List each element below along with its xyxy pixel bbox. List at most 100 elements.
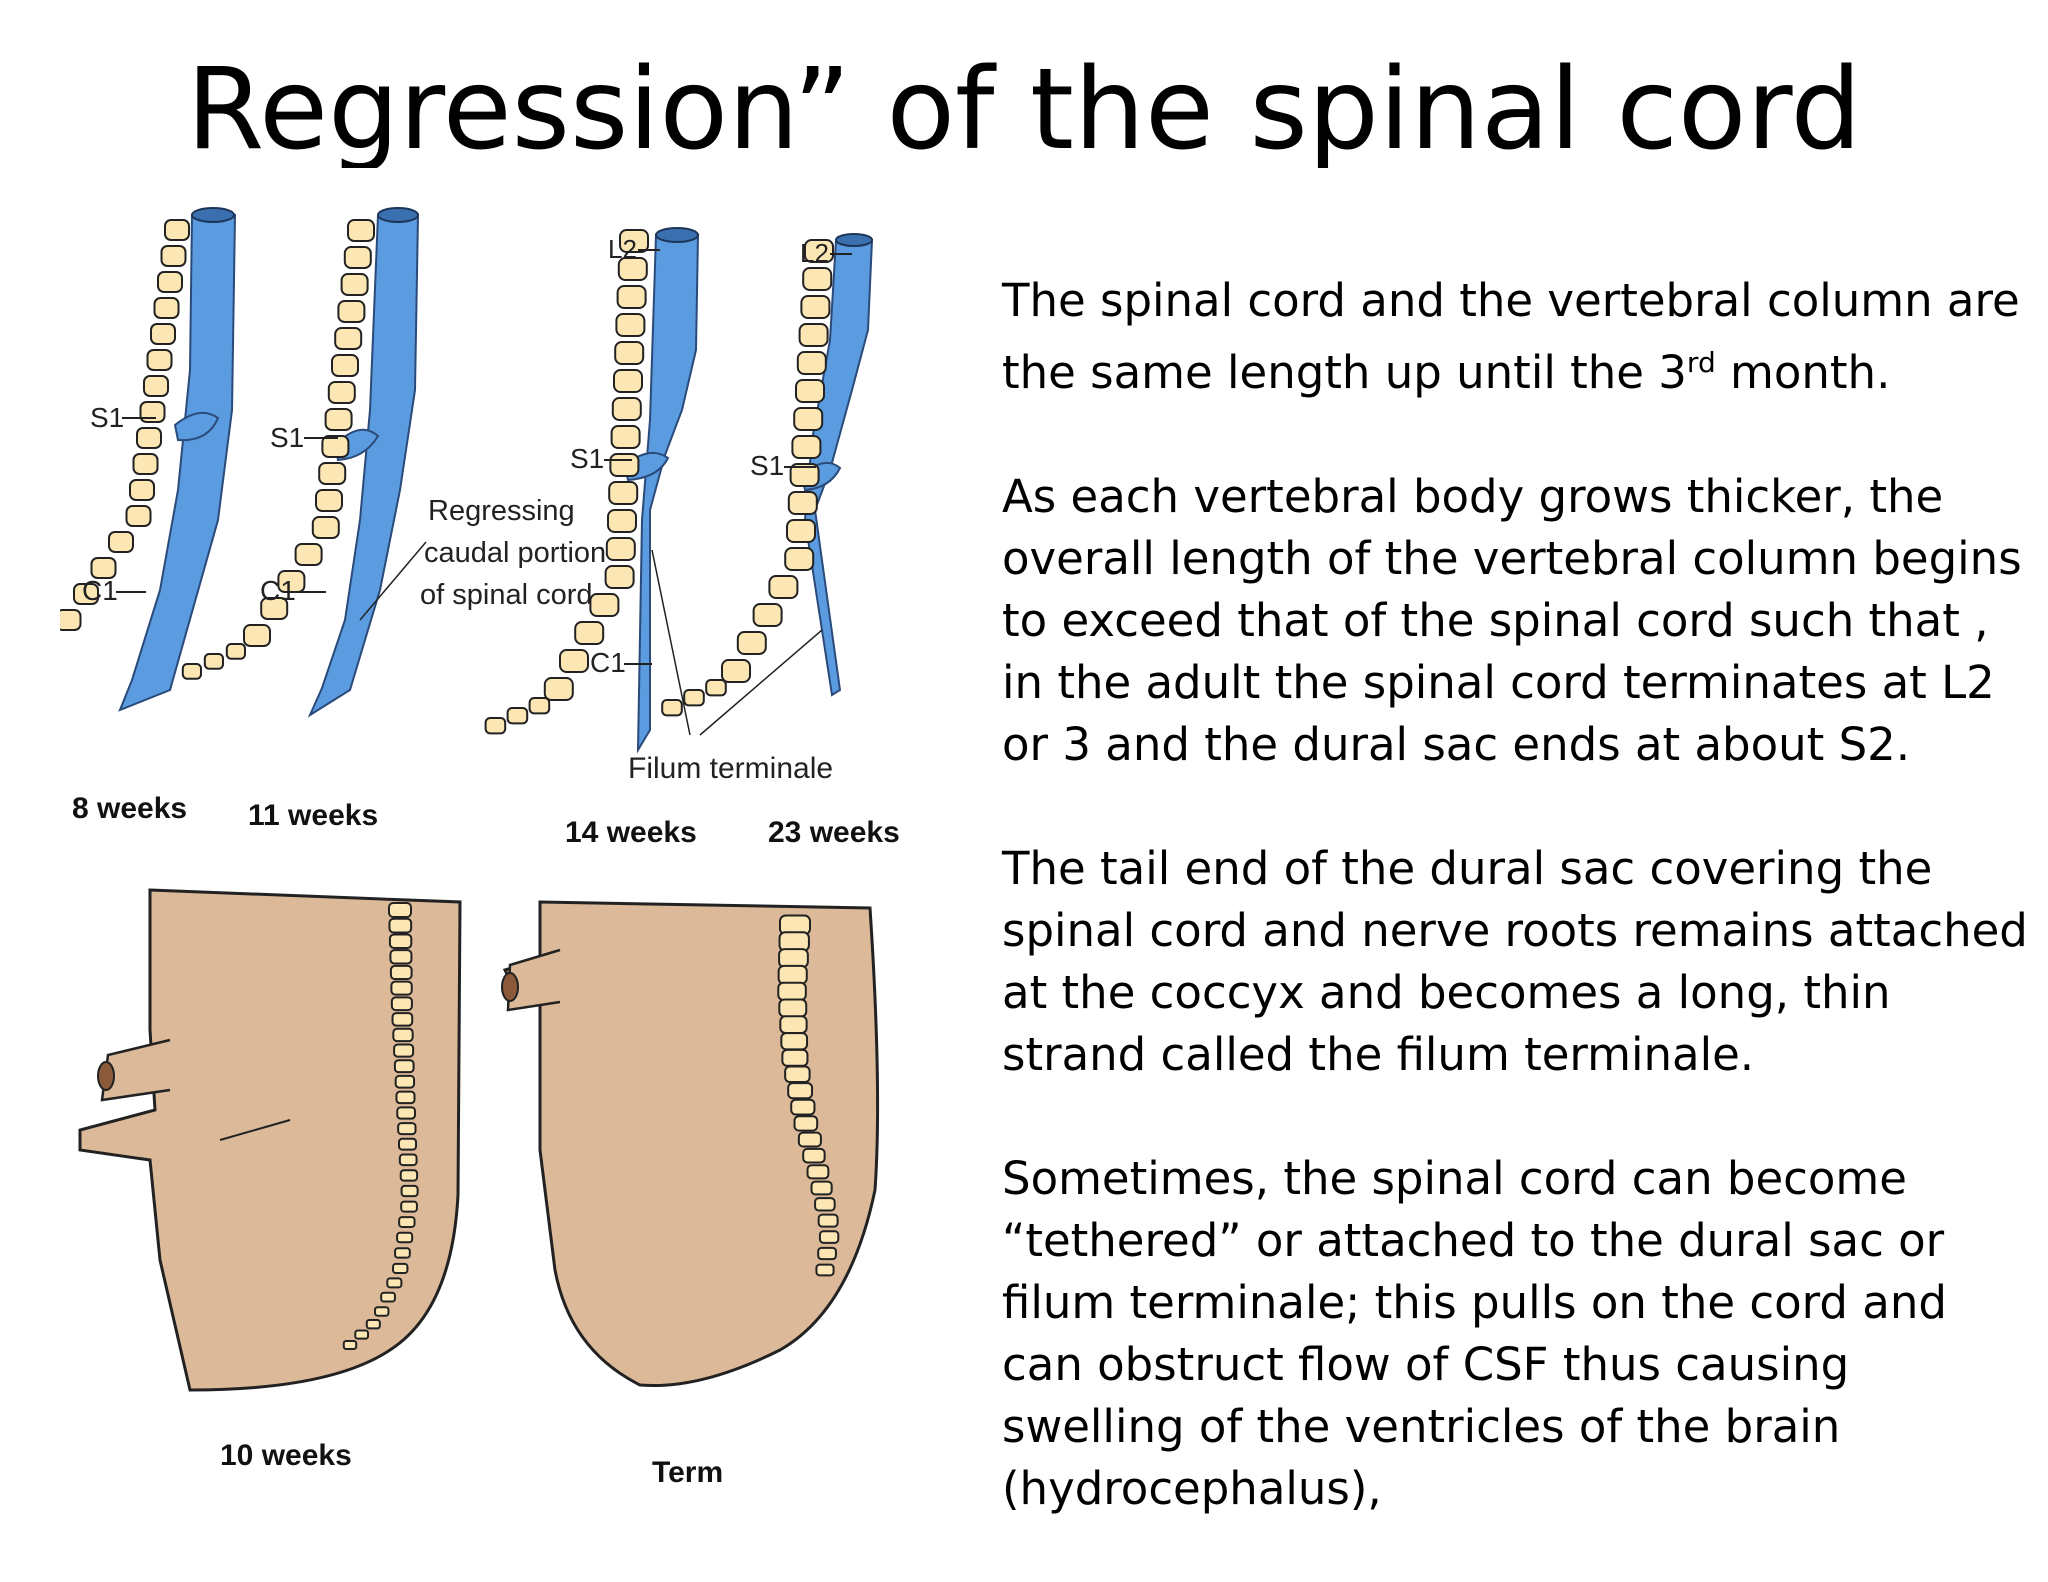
vertebra bbox=[243, 624, 271, 647]
c1-label: C1 bbox=[82, 575, 118, 606]
vertebra bbox=[787, 491, 818, 515]
vertebra bbox=[132, 453, 159, 475]
regressing-label-line3: of spinal cord bbox=[420, 579, 593, 611]
vertebra bbox=[394, 1074, 416, 1089]
limb-stub-10-weeks bbox=[97, 1061, 115, 1091]
vertebra bbox=[615, 313, 646, 337]
vertebra bbox=[705, 679, 727, 697]
cord-top-23-weeks bbox=[835, 233, 873, 247]
vertebra bbox=[589, 593, 620, 617]
vertebra bbox=[225, 643, 247, 660]
vertebra bbox=[609, 453, 640, 477]
vertebra bbox=[752, 603, 783, 627]
vertebra bbox=[784, 547, 815, 571]
vertebra bbox=[164, 219, 190, 241]
vertebra bbox=[619, 229, 649, 253]
vertebra bbox=[396, 1231, 414, 1244]
vertebra bbox=[608, 481, 639, 505]
vertebra bbox=[721, 659, 751, 683]
vertebra bbox=[777, 964, 808, 985]
vertebra bbox=[797, 1131, 822, 1148]
cord-top-14-weeks bbox=[655, 227, 699, 243]
vertebra bbox=[400, 1200, 418, 1213]
vertebra bbox=[143, 375, 169, 397]
vertebra bbox=[817, 1213, 839, 1228]
vertebra bbox=[324, 408, 353, 431]
panel-10-weeks: 10 weeks bbox=[78, 888, 462, 1472]
description-text: The spinal cord and the vertebral column… bbox=[1002, 270, 2032, 1582]
vertebra bbox=[160, 245, 187, 267]
vertebra bbox=[146, 349, 173, 371]
vertebra bbox=[793, 1115, 819, 1132]
vertebra bbox=[789, 463, 820, 487]
vertebra bbox=[800, 295, 831, 319]
vertebra bbox=[802, 1147, 826, 1164]
vertebra bbox=[388, 902, 412, 918]
vertebra bbox=[787, 1082, 814, 1100]
ganglion-8-weeks bbox=[173, 411, 220, 442]
vertebra bbox=[277, 570, 306, 593]
vertebral-column bbox=[484, 229, 649, 735]
vertebra bbox=[129, 479, 155, 501]
vertebra bbox=[506, 707, 529, 725]
page-title: Regression” of the spinal cord bbox=[186, 45, 1862, 168]
vertebra bbox=[795, 379, 825, 403]
panel-14-weeks: L2 S1 C1 14 weeks bbox=[484, 227, 700, 849]
regressing-label-line2: caudal portion bbox=[424, 537, 606, 569]
vertebra bbox=[393, 1059, 415, 1074]
stage-label-8-weeks: 8 weeks bbox=[72, 792, 187, 825]
vertebra bbox=[315, 489, 343, 512]
vertebra bbox=[781, 1048, 809, 1067]
vertebra bbox=[818, 1230, 840, 1244]
panel-term: Term bbox=[501, 900, 880, 1489]
vertebra bbox=[203, 653, 225, 670]
vertebra bbox=[73, 583, 99, 605]
vertebra bbox=[374, 1306, 390, 1317]
vertebra bbox=[343, 246, 372, 269]
vertebra bbox=[611, 397, 642, 421]
vertebra bbox=[817, 1246, 837, 1261]
vertebra bbox=[181, 663, 203, 680]
vertebra bbox=[798, 323, 829, 347]
vertebra bbox=[614, 341, 645, 365]
vertebra bbox=[610, 425, 641, 449]
vertebra bbox=[386, 1277, 403, 1289]
vertebra bbox=[806, 1164, 830, 1180]
vertebra bbox=[780, 1032, 809, 1051]
vertebra bbox=[784, 1065, 811, 1084]
vertebra bbox=[294, 543, 323, 566]
spinal-cord-11-weeks bbox=[307, 214, 420, 718]
paragraph-4: Sometimes, the spinal cord can become “t… bbox=[1002, 1152, 1947, 1515]
vertebra bbox=[786, 519, 816, 543]
vertebra bbox=[768, 575, 799, 599]
vertebra bbox=[327, 381, 356, 404]
vertebra bbox=[484, 717, 507, 735]
bottom-row-diagrams: 10 weeks Term bbox=[78, 888, 880, 1489]
vertebra bbox=[331, 354, 359, 377]
vertebra bbox=[574, 621, 605, 645]
figure-svg: S1 C1 8 weeks S1 C1 11 weeks Regressing bbox=[60, 207, 900, 1489]
cord-top-8-weeks bbox=[191, 207, 235, 223]
vertebra bbox=[340, 273, 369, 296]
vertebra bbox=[391, 1012, 414, 1027]
l2-label: L2 bbox=[608, 234, 637, 264]
vertebra bbox=[604, 565, 635, 589]
spine-10-weeks bbox=[342, 902, 419, 1350]
vertebra bbox=[397, 1137, 418, 1151]
s1-label: S1 bbox=[270, 422, 304, 453]
vertebra bbox=[613, 369, 643, 393]
vertebra bbox=[150, 323, 176, 345]
stage-label-23-weeks: 23 weeks bbox=[768, 816, 900, 849]
s1-label: S1 bbox=[90, 402, 124, 433]
c1-label: C1 bbox=[260, 575, 296, 606]
vertebra bbox=[388, 917, 413, 934]
vertebra bbox=[388, 933, 413, 950]
vertebra bbox=[392, 1027, 414, 1043]
vertebra bbox=[778, 948, 809, 969]
vertebra bbox=[779, 1015, 808, 1034]
filum-terminale-label: Filum terminale bbox=[628, 752, 833, 785]
vertebra bbox=[810, 1180, 833, 1196]
vertebra bbox=[394, 1247, 411, 1259]
vertebra bbox=[790, 1098, 816, 1116]
vertebra bbox=[778, 998, 808, 1018]
